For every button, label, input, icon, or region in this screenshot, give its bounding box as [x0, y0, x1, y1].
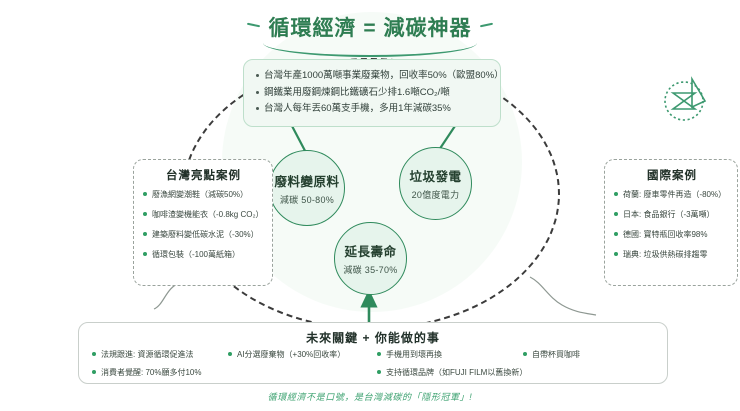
list-item: 瑞典: 垃圾供熱碳排趨零	[613, 249, 731, 260]
bullet-icon	[377, 370, 381, 374]
list-item-label: 建築廢料變低碳水泥（-30%）	[152, 230, 259, 239]
panel-international-cases: 國際案例 荷蘭: 廢車零件再造（-80%） 日本: 食品銀行（-3萬噸） 德國:…	[604, 159, 738, 286]
actions-grid: 法規跟進: 資源循環促進法 消費者覺醒: 70%願多付10% AI分選廢棄物（+…	[79, 349, 669, 383]
list-item: 日本: 食品銀行（-3萬噸）	[613, 209, 731, 220]
list-item-label: 支持循環品牌（如FUJI FILM以舊換新）	[386, 368, 528, 377]
list-item: 支持循環品牌（如FUJI FILM以舊換新）	[376, 367, 527, 378]
bullet-icon	[256, 107, 259, 110]
actions-column: 法規跟進: 資源循環促進法 消費者覺醒: 70%願多付10%	[91, 349, 201, 385]
page-title-text: 循環經濟 = 減碳神器	[268, 17, 472, 40]
bullet-icon	[614, 232, 618, 236]
fact-text: 台灣人每年丟60萬支手機，多用1年減碳35%	[264, 103, 451, 114]
list-item-label: 荷蘭: 廢車零件再造（-80%）	[623, 190, 727, 199]
list-item: 自帶杯買咖啡	[522, 349, 580, 360]
bullet-icon	[92, 352, 96, 356]
actions-title: 未來關鍵 + 你能做的事	[306, 331, 440, 345]
bullet-icon	[614, 212, 618, 216]
node-value: 減碳 50-80%	[279, 194, 335, 205]
list-item-label: 手機用到壞再換	[386, 350, 442, 359]
list-item: 建築廢料變低碳水泥（-30%）	[142, 229, 265, 240]
title-flourish-right-icon	[480, 22, 494, 28]
key-facts-box: 台灣年產1000萬噸事業廢棄物，回收率50%（歐盟80%） 鋼鐵業用廢鋼煉鋼比鐵…	[243, 59, 504, 127]
list-item: 德國: 寶特瓶回收率98%	[613, 229, 731, 240]
fact-text: 鋼鐵業用廢鋼煉鋼比鐵礦石少排1.6噸CO₂/噸	[264, 86, 450, 98]
list-item-label: 廢漁網變潮鞋（減碳50%）	[152, 190, 249, 199]
node-value: 20億度電力	[411, 190, 460, 200]
bullet-icon	[143, 212, 147, 216]
list-item-label: 自帶杯買咖啡	[532, 350, 580, 359]
fact-text: 台灣年產1000萬噸事業廢棄物，回收率50%（歐盟80%）	[264, 70, 504, 81]
bullet-icon	[92, 370, 96, 374]
actions-box: 未來關鍵 + 你能做的事 法規跟進: 資源循環促進法 消費者覺醒: 70%願多付…	[78, 322, 668, 384]
bullet-icon	[614, 252, 618, 256]
title-flourish-left-icon	[246, 22, 260, 28]
panel-taiwan-cases: 台灣亮點案例 廢漁網變潮鞋（減碳50%） 咖啡渣變機能衣（-0.8kg CO₂）…	[133, 159, 273, 286]
list-item: 咖啡渣變機能衣（-0.8kg CO₂）	[142, 209, 265, 220]
bullet-icon	[143, 192, 147, 196]
list-item: 廢漁網變潮鞋（減碳50%）	[142, 189, 265, 200]
list-item: 法規跟進: 資源循環促進法	[91, 349, 201, 360]
list-item: 荷蘭: 廢車零件再造（-80%）	[613, 189, 731, 200]
node-material-from-waste: 廢料變原料 減碳 50-80%	[269, 150, 345, 226]
actions-column: 手機用到壞再換 支持循環品牌（如FUJI FILM以舊換新）	[376, 349, 527, 385]
bullet-icon	[614, 192, 618, 196]
list-item-label: 循環包裝（-100萬紙箱）	[152, 250, 241, 259]
list-item-label: 德國: 寶特瓶回收率98%	[623, 230, 708, 239]
panel-title: 台灣亮點案例	[166, 170, 241, 182]
list-item: 循環包裝（-100萬紙箱）	[142, 249, 265, 260]
bullet-icon	[523, 352, 527, 356]
node-waste-to-energy: 垃圾發電 20億度電力	[399, 147, 472, 220]
bullet-icon	[256, 90, 259, 94]
bullet-icon	[377, 352, 381, 356]
list-item-label: 法規跟進: 資源循環促進法	[101, 350, 194, 359]
fact-item: 鋼鐵業用廢鋼煉鋼比鐵礦石少排1.6噸CO₂/噸	[254, 85, 491, 102]
bullet-icon	[256, 74, 259, 77]
node-value: 減碳 35-70%	[343, 265, 398, 275]
list-item-label: AI分選廢棄物（+30%回收率）	[237, 350, 346, 359]
list-item: AI分選廢棄物（+30%回收率）	[227, 349, 345, 360]
actions-column: 自帶杯買咖啡	[522, 349, 580, 367]
title-underline	[263, 43, 477, 57]
list-item-label: 日本: 食品銀行（-3萬噸）	[623, 210, 715, 219]
node-title: 垃圾發電	[409, 170, 462, 184]
squiggle-right-icon	[529, 276, 597, 316]
bullet-icon	[228, 352, 232, 356]
list-item-label: 消費者覺醒: 70%願多付10%	[101, 368, 202, 377]
brand-logo-icon	[664, 76, 707, 121]
list-item: 消費者覺醒: 70%願多付10%	[91, 367, 201, 378]
bullet-icon	[143, 252, 147, 256]
list-item-label: 瑞典: 垃圾供熱碳排趨零	[623, 250, 708, 259]
fact-item: 台灣年產1000萬噸事業廢棄物，回收率50%（歐盟80%）	[254, 68, 504, 85]
panel-title: 國際案例	[647, 170, 697, 182]
node-title: 廢料變原料	[274, 174, 340, 189]
bullet-icon	[143, 232, 147, 236]
actions-column: AI分選廢棄物（+30%回收率）	[227, 349, 345, 367]
fact-item: 台灣人每年丟60萬支手機，多用1年減碳35%	[254, 101, 491, 118]
node-title: 延長壽命	[344, 245, 397, 259]
list-item-label: 咖啡渣變機能衣（-0.8kg CO₂）	[152, 210, 264, 219]
footer-tagline: 循環經濟不是口號，是台灣減碳的「隱形冠軍」!	[267, 392, 473, 402]
list-item: 手機用到壞再換	[376, 349, 527, 360]
node-extend-lifespan: 延長壽命 減碳 35-70%	[334, 222, 407, 295]
page-title: 循環經濟 = 減碳神器	[246, 12, 494, 42]
title-block: 循環經濟 = 減碳神器	[0, 12, 740, 57]
